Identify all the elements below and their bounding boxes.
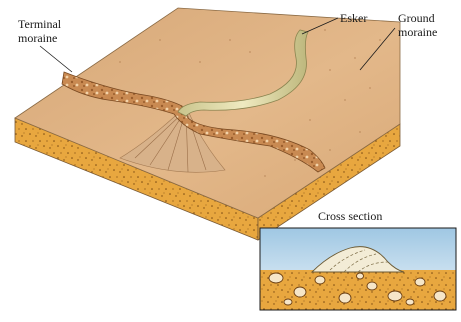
label-ground-moraine: Ground moraine: [398, 11, 438, 39]
label-esker: Esker: [340, 11, 367, 25]
label-terminal-moraine: Terminal moraine: [18, 17, 64, 45]
cross-section-panel: [260, 228, 456, 310]
ground-surface: [15, 8, 400, 218]
label-cross-section: Cross section: [318, 209, 382, 223]
